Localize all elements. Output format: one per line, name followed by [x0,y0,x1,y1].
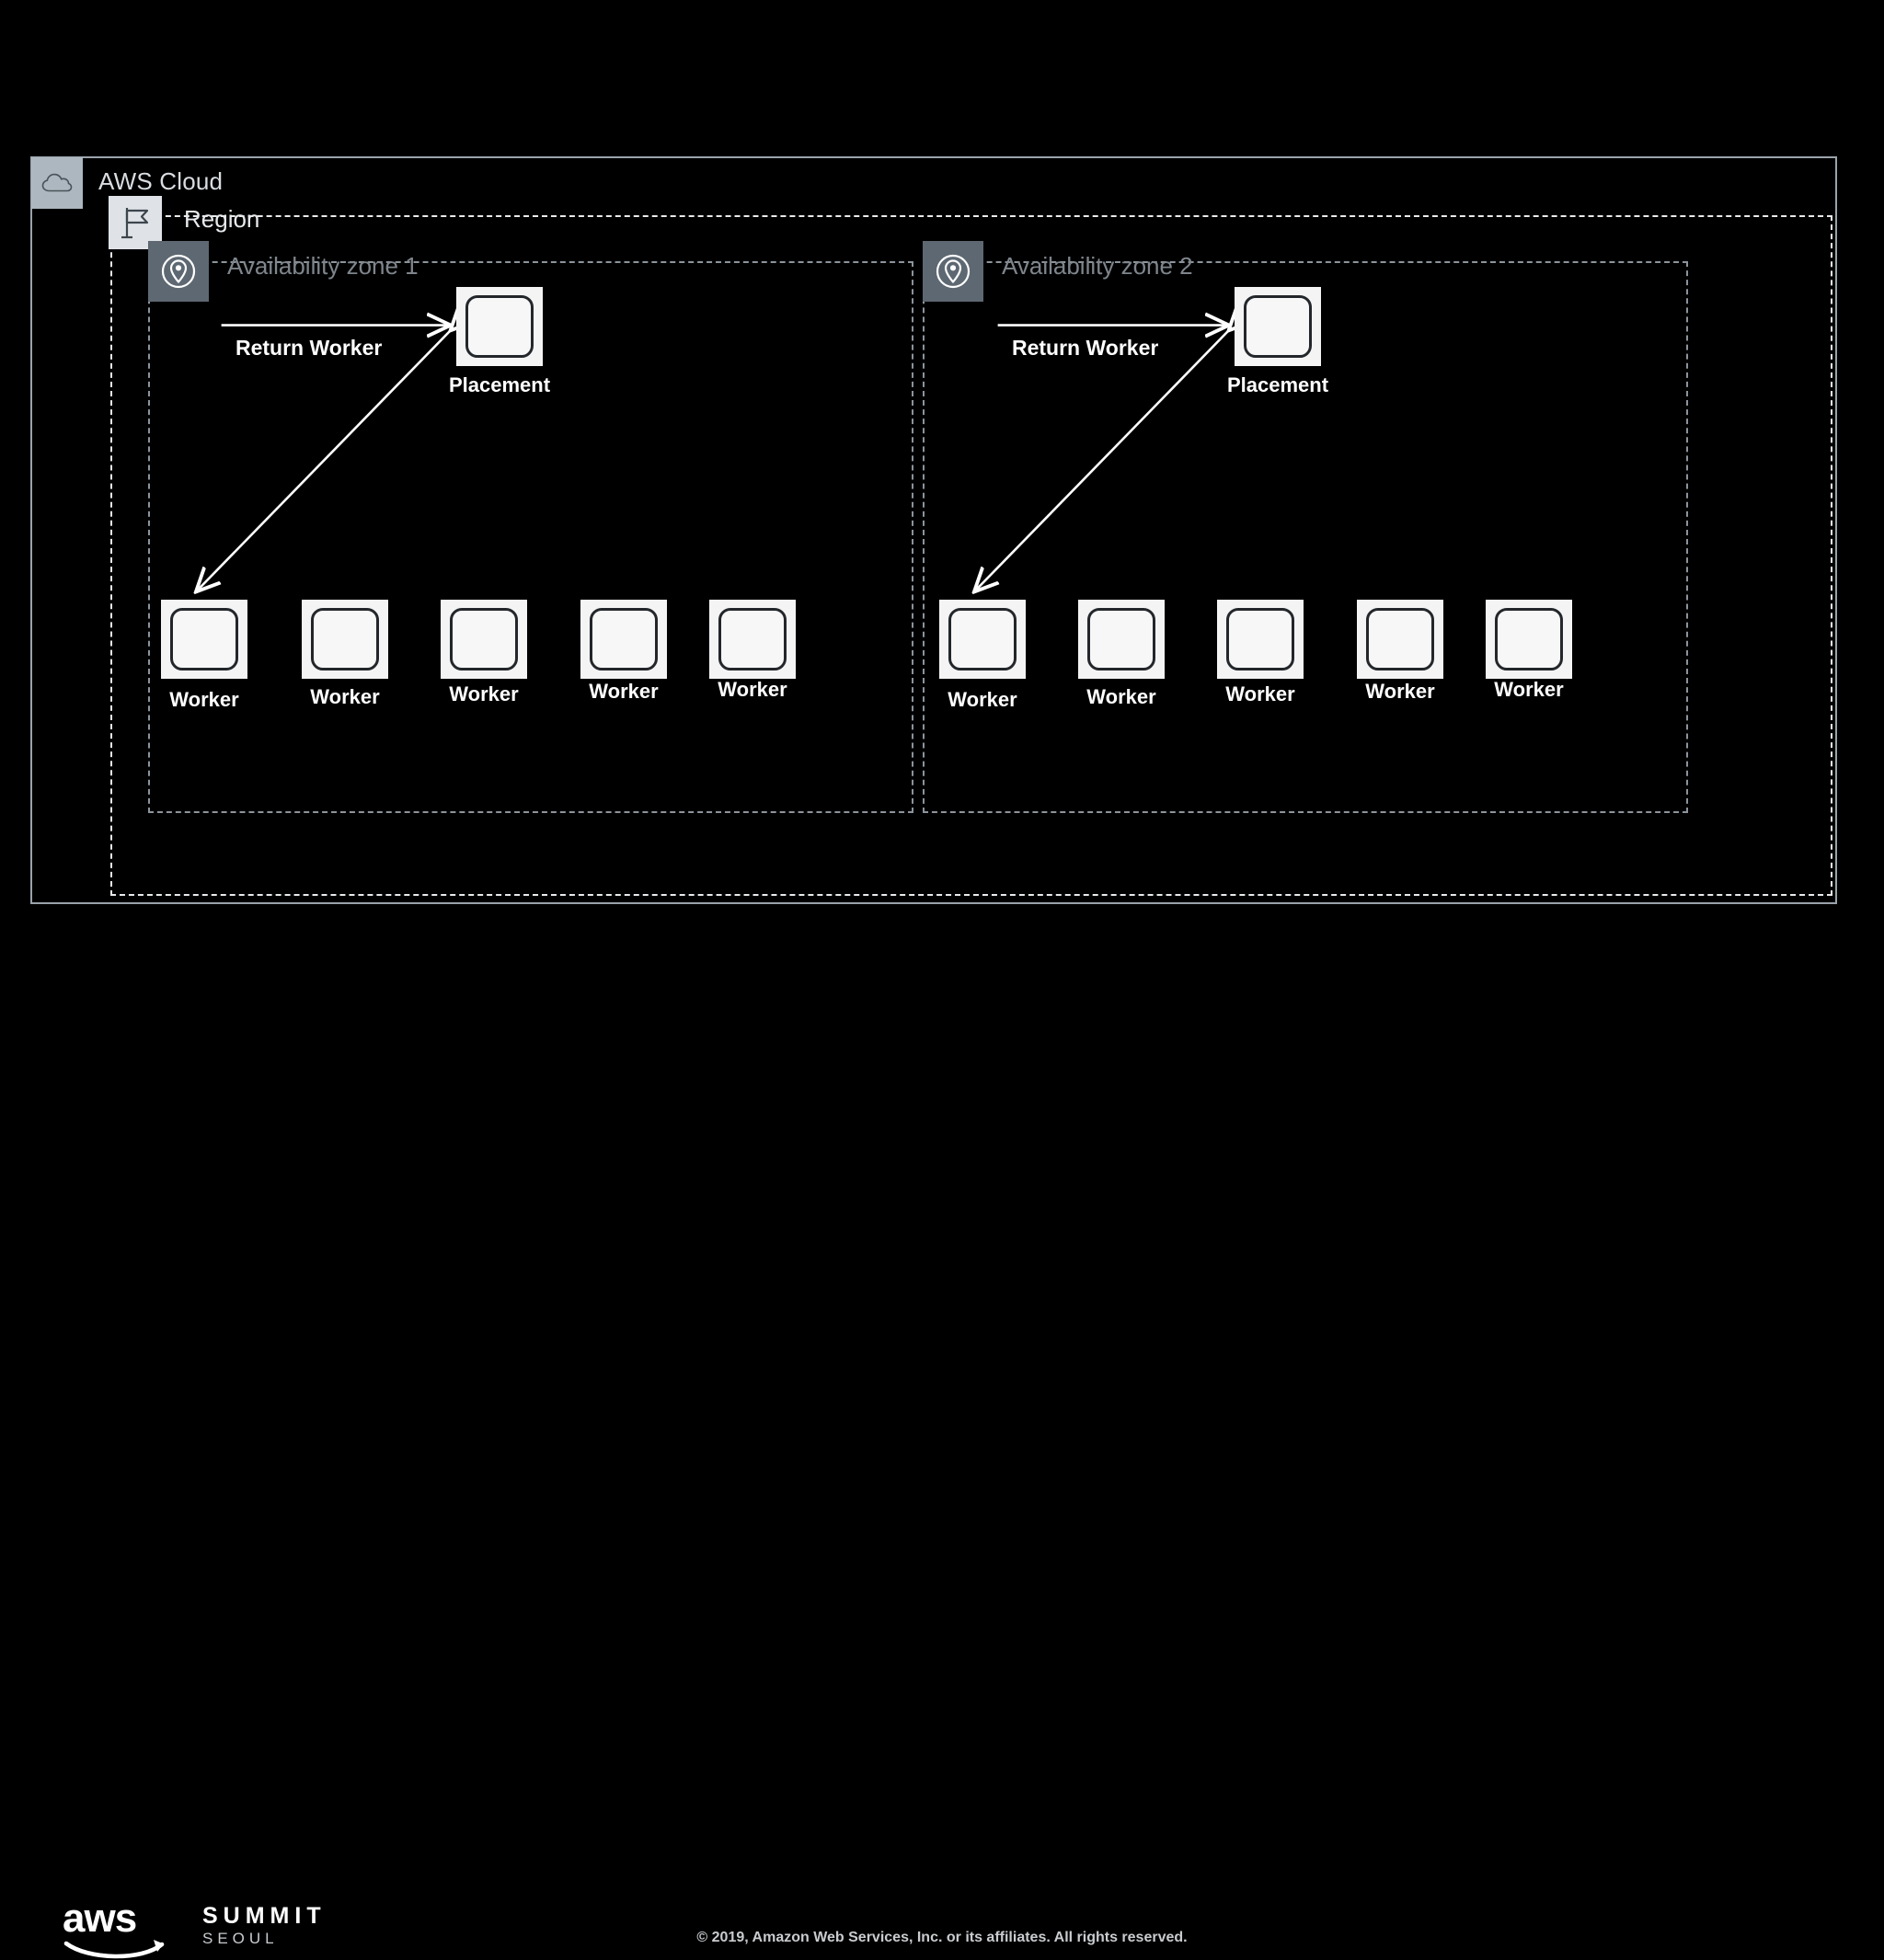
worker-label-zone-1-5: Worker [718,678,787,701]
service-node-icon [1244,295,1312,358]
region-container: Region Availability zone 1 [109,196,1832,896]
service-node-icon [948,608,1017,671]
service-node-icon [1495,608,1563,671]
worker-label-zone-1-1: Worker [169,688,239,711]
availability-zone-2-label: Availability zone 2 [1002,252,1193,280]
return-worker-label-zone-1: Return Worker [236,336,383,360]
worker-node-zone-2-2[interactable]: Worker [1078,600,1165,708]
worker-node-zone-2-1[interactable]: Worker [939,600,1026,711]
worker-node-zone-2-4[interactable]: Worker [1357,600,1443,703]
region-label: Region [184,205,260,233]
placement-label-zone-1: Placement [448,373,551,396]
flag-icon [109,196,162,249]
worker-label-zone-2-5: Worker [1494,678,1564,701]
service-node-icon [1226,608,1294,671]
service-node-icon [1087,608,1155,671]
worker-node-zone-1-2[interactable]: Worker [302,600,388,708]
worker-node-zone-1-4[interactable]: Worker [580,600,667,703]
worker-label-zone-1-3: Worker [449,682,519,705]
worker-label-zone-1-4: Worker [589,680,659,703]
availability-zone-1: Availability zone 1 Return Worker [148,241,913,813]
copyright-text: © 2019, Amazon Web Services, Inc. or its… [696,1930,1188,1945]
cloud-icon [31,157,83,209]
worker-label-zone-1-2: Worker [310,685,380,708]
worker-label-zone-2-2: Worker [1086,685,1156,708]
service-node-icon [450,608,518,671]
availability-zone-2: Availability zone 2 Return Worker Placem… [923,241,1688,813]
placement-label-zone-2: Placement [1226,373,1329,396]
service-node-icon [311,608,379,671]
worker-label-zone-2-3: Worker [1225,682,1295,705]
return-worker-label-zone-2: Return Worker [1012,336,1159,360]
placement-node-zone-1[interactable]: Placement [449,287,550,396]
location-pin-icon [923,241,983,302]
aws-cloud-container: AWS Cloud Region Availability zone 1 [30,156,1837,904]
footer: aws SUMMIT SEOUL © 2019, Amazon Web Serv… [0,920,1884,1959]
service-node-icon [718,608,787,671]
summit-label: SUMMIT [202,1903,327,1929]
service-node-icon [170,608,238,671]
service-node-icon [1366,608,1434,671]
worker-label-zone-2-1: Worker [948,688,1017,711]
placement-node-zone-2[interactable]: Placement [1227,287,1328,396]
aws-cloud-label: AWS Cloud [98,167,224,195]
worker-label-zone-2-4: Worker [1365,680,1435,703]
worker-node-zone-1-3[interactable]: Worker [441,600,527,705]
worker-node-zone-2-3[interactable]: Worker [1217,600,1304,705]
service-node-icon [465,295,534,358]
worker-node-zone-1-5[interactable]: Worker [709,600,796,701]
location-pin-icon [148,241,209,302]
service-node-icon [590,608,658,671]
availability-zone-1-label: Availability zone 1 [227,252,419,280]
worker-node-zone-1-1[interactable]: Worker [161,600,247,711]
worker-node-zone-2-5[interactable]: Worker [1486,600,1572,701]
